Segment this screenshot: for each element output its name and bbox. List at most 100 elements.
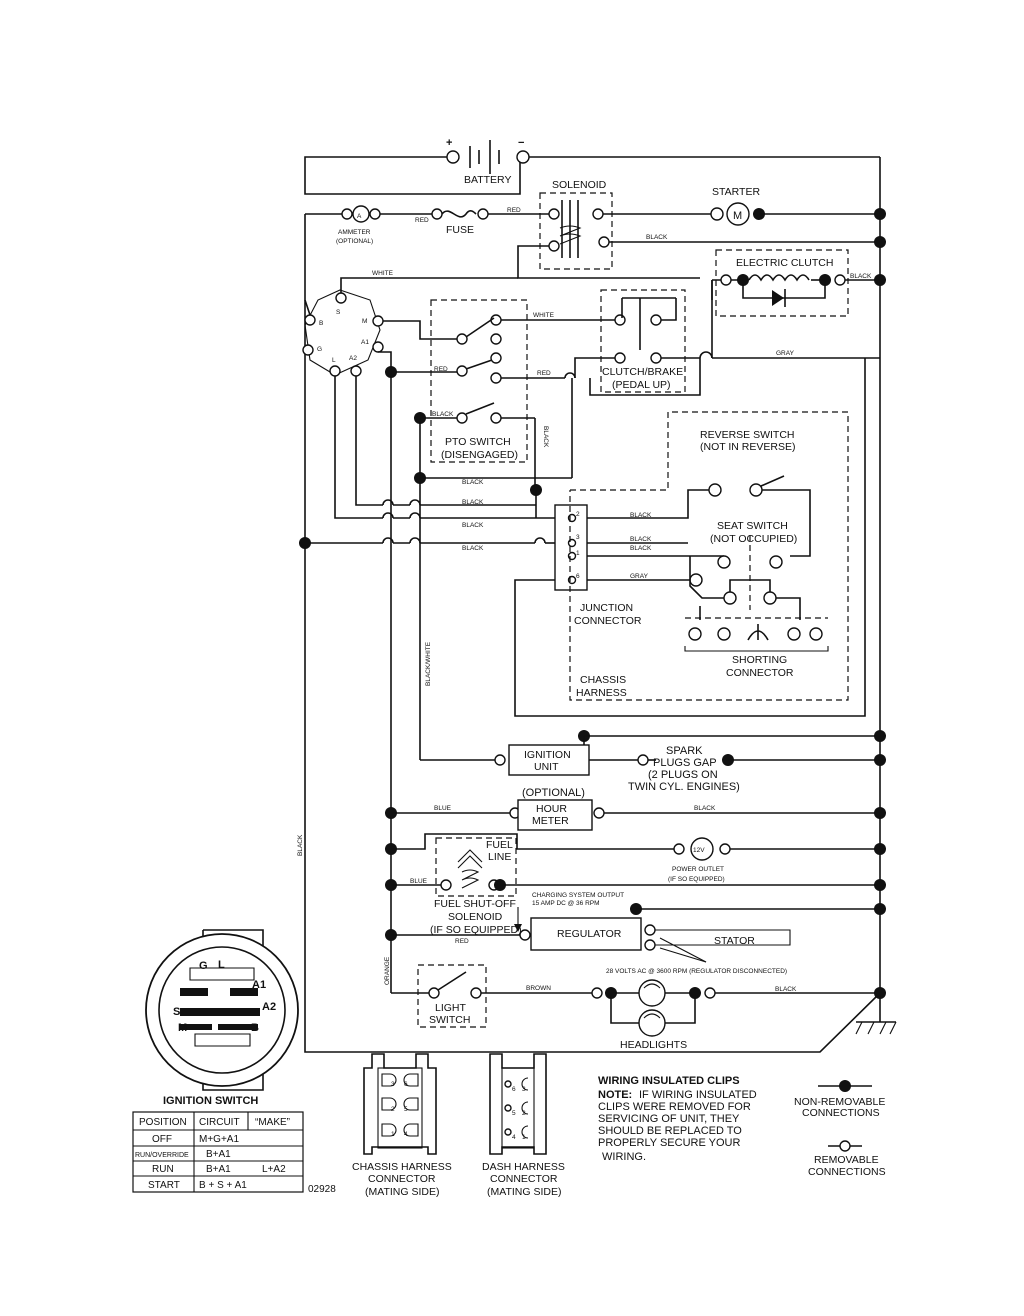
seat-switch-sub: (NOT OCCUPIED) [710,533,797,545]
wire-black-white: BLACK/WHITE [425,641,432,686]
wire-black-solenoid: BLACK [646,234,668,241]
reverse-switch-label: REVERSE SWITCH [700,429,795,441]
face-a1: A1 [252,979,266,991]
face-a2: A2 [262,1001,276,1013]
chassis-pin-6: 6 [404,1081,408,1088]
table-row-run: RUN [152,1164,174,1175]
note-line-2: CLIPS WERE REMOVED FOR [598,1101,751,1113]
bus-dots [874,208,886,999]
wire-black-3: BLACK [462,545,484,552]
legend: NON-REMOVABLE CONNECTIONS REMOVABLE CONN… [794,1080,886,1178]
wire-white-pto: WHITE [533,312,555,319]
wire-blue-hour: BLUE [434,805,452,812]
dash-pin-2: 2 [522,1110,526,1117]
regulator-label: REGULATOR [557,928,622,940]
spark-plugs-1: SPARK [666,745,703,757]
chassis-harness-sub: HARNESS [576,687,627,699]
power-outlet-symbol: 12V [693,847,705,854]
headlights-label: HEADLIGHTS [620,1039,687,1051]
legend-removable: REMOVABLE [814,1154,879,1166]
terminal-a1: A1 [361,339,369,346]
dash-pin-4: 4 [512,1134,516,1141]
ammeter-label-optional: (OPTIONAL) [336,238,373,245]
seat-switch-label: SEAT SWITCH [717,520,788,532]
hour-meter-label: HOUR [536,803,567,815]
note-label: NOTE: [598,1089,632,1101]
dash-connector-label: DASH HARNESS [482,1161,565,1173]
spark-plugs-2: PLUGS GAP [653,757,717,769]
chassis-pin-2: 2 [391,1106,395,1113]
headlights: BLACK HEADLIGHTS [591,979,880,1051]
hour-meter-sub: METER [532,815,569,827]
shorting-connector-label: SHORTING [732,654,787,666]
light-switch: LIGHT SWITCH BROWN [391,964,597,1028]
face-b: B [251,1022,259,1034]
wire-white-s: WHITE [372,270,394,277]
ignition-switch-icon: G L A1 S A2 M B IGNITION SWITCH [145,929,299,1107]
electric-clutch: ELECTRIC CLUTCH BLACK [711,249,880,317]
note-line-5: PROPERLY SECURE YOUR [598,1137,740,1149]
junction-sub: CONNECTOR [574,615,642,627]
table-header-circuit: CIRCUIT [199,1117,240,1128]
junction-connector: 2 3 1 6 JUNCTION CONNECTOR CHASSIS HARNE… [514,358,866,717]
legend-non-removable-dot [839,1080,851,1092]
table-row-start-circuit: B + S + A1 [199,1180,247,1191]
power-outlet-sub: (IF SO EQUIPPED) [668,876,725,883]
battery-plus: + [446,137,452,149]
fuel-solenoid-label: FUEL SHUT-OFF [434,898,516,910]
table-row-off: OFF [152,1134,172,1145]
wire-black-pto: BLACK [432,411,454,418]
ignition-terminals: S B G L A2 A1 M WHITE [302,214,518,377]
fuse: RED FUSE RED [380,207,550,236]
junction-label: JUNCTION [580,602,633,614]
terminal-s: S [336,309,341,316]
dash-connector-side: (MATING SIDE) [487,1186,561,1198]
junction-pin-6: 6 [576,573,580,580]
wire-black-hour: BLACK [694,805,716,812]
fuel-solenoid-sub2: (IF SO EQUIPPED) [430,924,522,936]
note-line-1: IF WIRING INSULATED [639,1089,757,1101]
wire-red-pto: RED [434,366,448,373]
wire-red-solenoid: RED [507,207,521,214]
terminal-m: M [362,318,367,325]
note-line-6: WIRING. [602,1151,646,1163]
table-row-override: RUN/OVERRIDE [135,1152,189,1159]
electric-clutch-label: ELECTRIC CLUTCH [736,257,833,269]
face-g: G [199,960,208,972]
drawing-number: 02928 [308,1184,336,1195]
fuel-solenoid-sub: SOLENOID [448,911,503,923]
wire-black-j2: BLACK [630,512,652,519]
legend-non-removable: NON-REMOVABLE [794,1096,885,1108]
legend-removable-ring [839,1140,851,1152]
wire-brown: BROWN [526,985,551,992]
legend-non-removable-sub: CONNECTIONS [802,1107,880,1119]
starter-label: STARTER [712,186,760,198]
table-header-make: “MAKE” [255,1117,290,1128]
clutch-brake-label: CLUTCH/BRAKE [602,366,683,378]
table-header-position: POSITION [139,1117,187,1128]
chassis-connector-sub: CONNECTOR [368,1173,436,1185]
wire-black-clutch: BLACK [850,273,872,280]
battery-label: BATTERY [464,174,511,186]
face-l: L [218,959,225,971]
junction-pin-3: 3 [576,534,580,541]
wire-orange: ORANGE [384,956,391,985]
ground-icon [855,1021,897,1035]
junction-pin-1: 1 [576,550,580,557]
wire-gray-j6: GRAY [630,573,649,580]
fuel-solenoid: FUEL LINE BLUE FUEL SHUT-OFF SOLENOID (I… [385,837,880,936]
wire-red-reg: RED [455,938,469,945]
wire-black-left: BLACK [297,834,304,856]
clutch-brake: CLUTCH/BRAKE (PEDAL UP) GRAY [574,280,880,396]
chassis-connector: 3 6 2 5 1 4 CHASSIS HARNESS CONNECTOR (M… [352,1053,452,1198]
shorting-connector: SHORTING CONNECTOR [684,617,829,679]
stator-note: 28 VOLTS AC @ 3600 RPM (REGULATOR DISCON… [606,968,787,975]
dash-pin-1: 1 [522,1134,526,1141]
reverse-switch-sub: (NOT IN REVERSE) [700,441,795,453]
ignition-unit: IGNITION UNIT SPARK PLUGS GAP (2 PLUGS O… [420,730,880,793]
terminal-b: B [319,320,323,327]
wire-black-j1: BLACK [630,545,652,552]
fuel-line-sub: LINE [488,851,511,863]
dash-pin-5: 5 [512,1110,516,1117]
